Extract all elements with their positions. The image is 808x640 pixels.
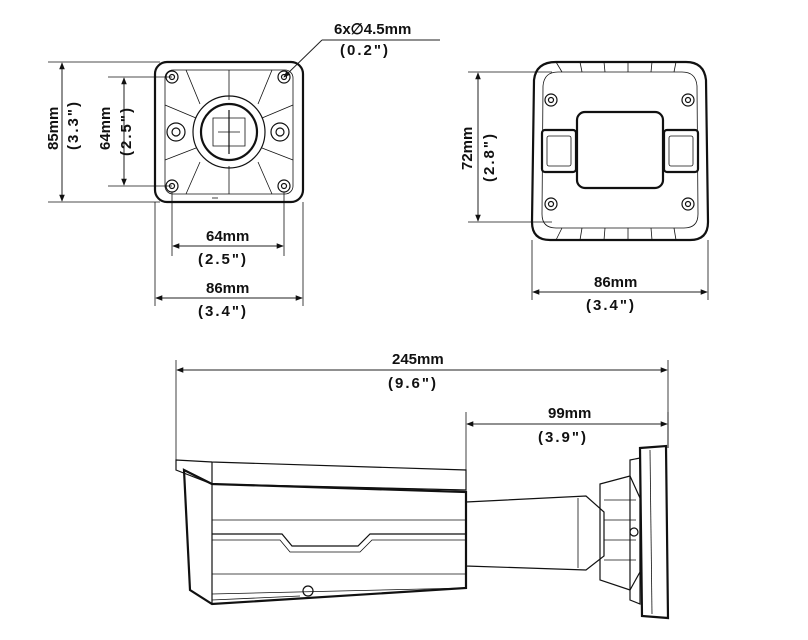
bracket-joint-icon [599, 475, 641, 591]
camera-face-view [530, 60, 710, 242]
side-length-dimension: 245mm (9.6") [175, 351, 669, 462]
ir-led-right-icon [662, 128, 700, 174]
front-height-inner-dimension: 64mm (2.5") [97, 76, 172, 187]
face-width-mm: 86mm [594, 274, 637, 291]
side-screw-icon [302, 585, 314, 597]
front-height-outer-dimension: 85mm (3.3") [45, 61, 160, 203]
front-width-outer-dimension: 86mm (3.4") [154, 202, 304, 320]
hole-spec-inch-text: (0.2") [340, 42, 390, 59]
front-width-inner-mm: 64mm [206, 228, 249, 245]
hole-spec-text: 6x∅4.5mm [334, 21, 411, 38]
bracket-length-dimension: 99mm (3.9") [465, 405, 669, 470]
front-height-outer-inch: (3.3") [65, 100, 82, 150]
front-width-inner-dimension: 64mm (2.5") [171, 192, 285, 268]
front-view-mount-base [153, 60, 305, 204]
cable-port-icon [192, 95, 266, 169]
face-screw-icon [544, 93, 695, 211]
face-width-dimension: 86mm (3.4") [531, 240, 709, 314]
front-width-outer-inch: (3.4") [198, 303, 248, 320]
camera-side-view [175, 444, 670, 620]
hole-spec-callout: 6x∅4.5mm (0.2") [283, 21, 440, 78]
face-width-inch: (3.4") [586, 297, 636, 314]
front-height-outer-mm: 85mm [45, 107, 62, 150]
front-height-inner-inch: (2.5") [118, 106, 135, 156]
front-width-outer-mm: 86mm [206, 280, 249, 297]
face-height-dimension: 72mm (2.8") [459, 71, 552, 223]
face-height-mm: 72mm [459, 127, 476, 170]
lens-window-icon [575, 110, 665, 190]
side-length-inch: (9.6") [388, 375, 438, 392]
screw-hole-icon [165, 70, 291, 193]
bracket-length-inch: (3.9") [538, 429, 588, 446]
front-width-inner-inch: (2.5") [198, 251, 248, 268]
face-height-inch: (2.8") [481, 132, 498, 182]
side-length-mm: 245mm [392, 351, 444, 368]
ir-led-left-icon [540, 128, 578, 174]
front-height-inner-mm: 64mm [97, 107, 114, 150]
bracket-length-mm: 99mm [548, 405, 591, 422]
